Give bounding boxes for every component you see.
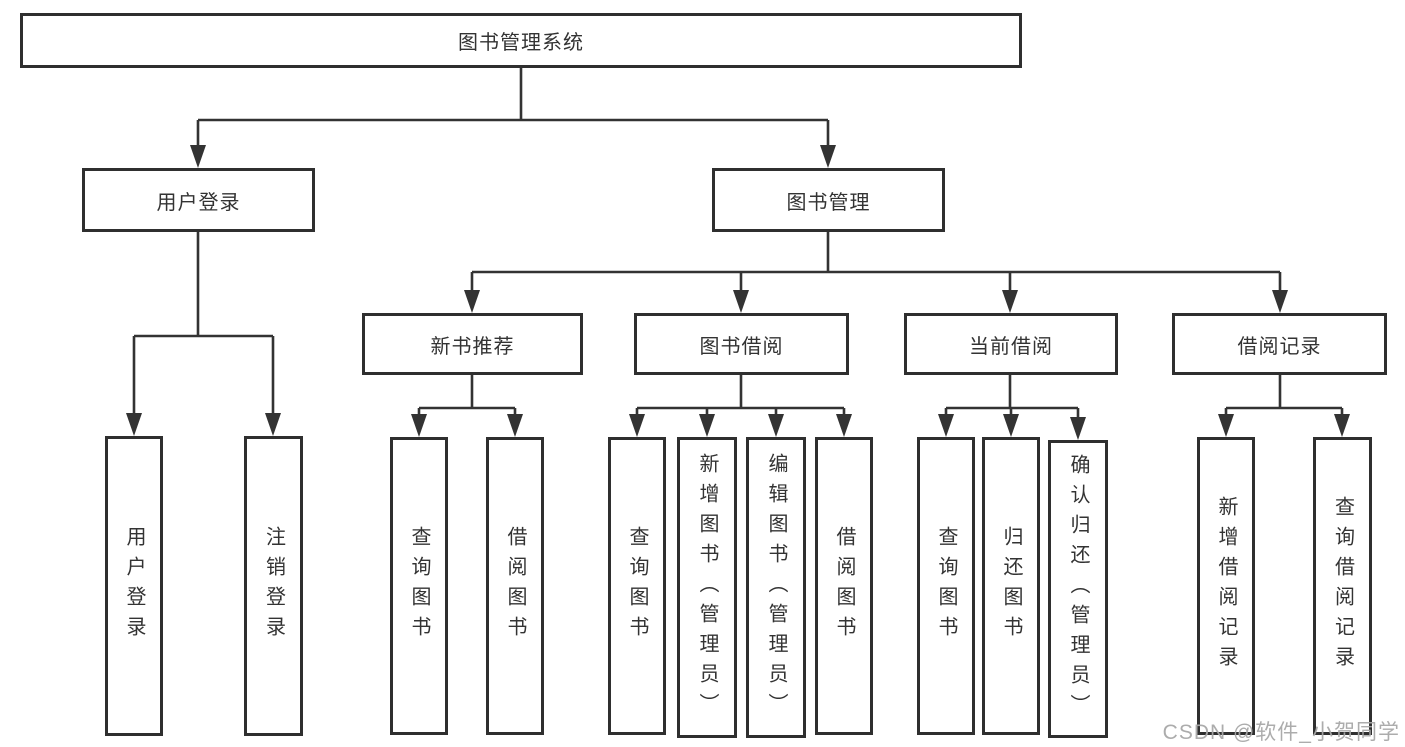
leaf-newbooks-query-books: 查询图书 [390,437,448,735]
leaf-current-confirm-return-admin: 确认归还（管理员） [1048,440,1108,738]
csdn-watermark: CSDN @软件_小贺同学 [1162,721,1400,744]
leaf-current-return-books: 归还图书 [982,437,1040,735]
leaf-records-query-record: 查询借阅记录 [1313,437,1372,735]
leaf-newbooks-borrow-books: 借阅图书 [486,437,544,735]
node-current-borrowing: 当前借阅 [904,313,1118,375]
leaf-borrow-add-books-admin: 新增图书（管理员） [677,437,737,738]
leaf-logout: 注销登录 [244,436,303,736]
leaf-borrow-borrow-books: 借阅图书 [815,437,873,735]
leaf-borrow-query-books: 查询图书 [608,437,666,735]
node-user-login: 用户登录 [82,168,315,232]
leaf-user-login: 用户登录 [105,436,163,736]
leaf-borrow-edit-books-admin: 编辑图书（管理员） [746,437,806,738]
node-root-system: 图书管理系统 [20,13,1022,68]
leaf-records-add-record: 新增借阅记录 [1197,437,1255,735]
leaf-current-query-books: 查询图书 [917,437,975,735]
node-new-book-recommend: 新书推荐 [362,313,583,375]
node-book-borrowing: 图书借阅 [634,313,849,375]
node-borrowing-records: 借阅记录 [1172,313,1387,375]
node-book-management: 图书管理 [712,168,945,232]
